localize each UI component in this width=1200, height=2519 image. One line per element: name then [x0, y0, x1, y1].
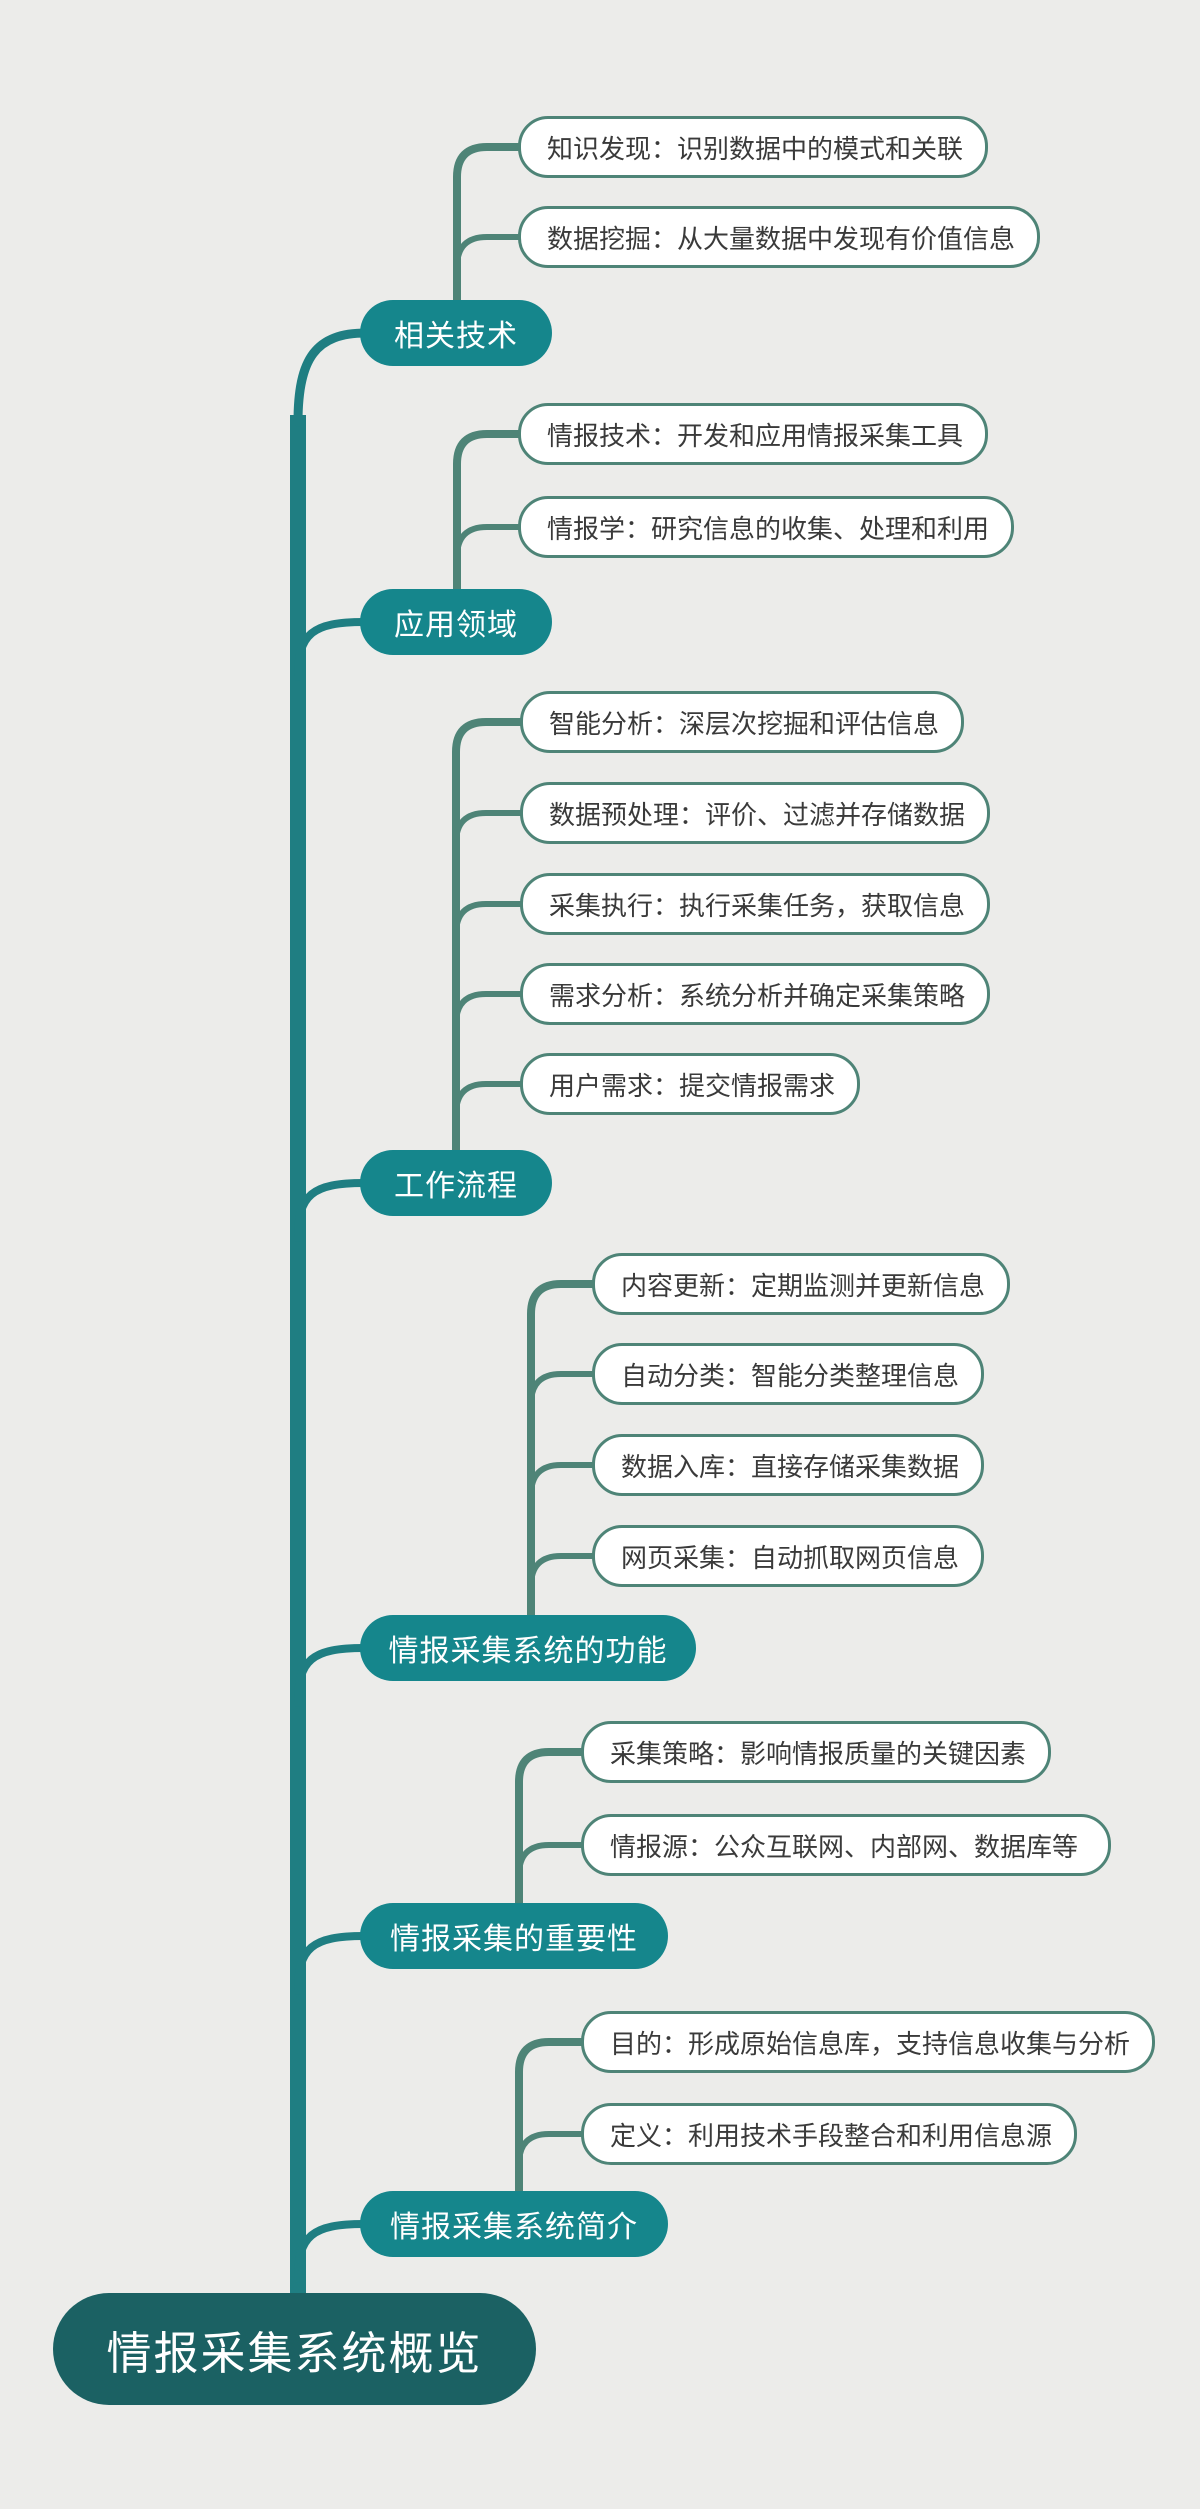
leaf-node[interactable]: 自动分类：智能分类整理信息 [592, 1343, 984, 1405]
branch-node-system-functions[interactable]: 情报采集系统的功能 [360, 1615, 696, 1681]
child-trunk-system-introduction [515, 2038, 583, 2193]
leaf-node[interactable]: 目的：形成原始信息库，支持信息收集与分析 [581, 2011, 1155, 2073]
leaf-link [453, 901, 525, 937]
leaf-node[interactable]: 情报源：公众互联网、内部网、数据库等 [581, 1814, 1111, 1876]
leaf-node[interactable]: 数据预处理：评价、过滤并存储数据 [520, 782, 990, 844]
branch-node-workflow[interactable]: 工作流程 [360, 1150, 552, 1216]
branch-node-related-technology[interactable]: 相关技术 [360, 300, 552, 366]
leaf-link [454, 234, 523, 270]
leaf-node[interactable]: 数据入库：直接存储采集数据 [592, 1434, 984, 1496]
leaf-node[interactable]: 智能分析：深层次挖掘和评估信息 [520, 691, 964, 753]
leaf-node[interactable]: 定义：利用技术手段整合和利用信息源 [581, 2103, 1077, 2165]
child-trunk-related-technology [453, 143, 520, 304]
leaf-link [453, 1081, 525, 1117]
leaf-node[interactable]: 数据挖掘：从大量数据中发现有价值信息 [518, 206, 1040, 268]
branch-link-workflow [294, 1179, 368, 1242]
leaf-link [454, 524, 523, 560]
branch-link-system-introduction [294, 2220, 368, 2283]
leaf-node[interactable]: 知识发现：识别数据中的模式和关联 [518, 116, 988, 178]
child-trunk-workflow [452, 718, 522, 1152]
child-trunk-system-functions [527, 1280, 594, 1617]
leaf-node[interactable]: 情报学：研究信息的收集、处理和利用 [518, 496, 1014, 558]
leaf-node[interactable]: 内容更新：定期监测并更新信息 [592, 1253, 1010, 1315]
leaf-link [453, 991, 525, 1027]
branch-node-system-introduction[interactable]: 情报采集系统简介 [360, 2191, 668, 2257]
leaf-link [528, 1553, 597, 1589]
canvas-bottom-edge [0, 2509, 1200, 2519]
root-node[interactable]: 情报采集系统概览 [53, 2293, 536, 2405]
child-trunk-importance [515, 1748, 583, 1905]
branch-node-application-areas[interactable]: 应用领域 [360, 589, 552, 655]
leaf-node[interactable]: 采集策略：影响情报质量的关键因素 [581, 1721, 1051, 1783]
branch-link-application-areas [294, 618, 368, 681]
leaf-link [453, 810, 525, 846]
leaf-node[interactable]: 用户需求：提交情报需求 [520, 1053, 860, 1115]
main-trunk-top-curve [293, 328, 371, 427]
leaf-node[interactable]: 采集执行：执行采集任务，获取信息 [520, 873, 990, 935]
leaf-link [516, 1842, 586, 1878]
leaf-link [516, 2131, 586, 2167]
leaf-node[interactable]: 网页采集：自动抓取网页信息 [592, 1525, 984, 1587]
leaf-link [528, 1462, 597, 1498]
leaf-node[interactable]: 情报技术：开发和应用情报采集工具 [518, 403, 988, 465]
child-trunk-application-areas [453, 430, 520, 591]
leaf-node[interactable]: 需求分析：系统分析并确定采集策略 [520, 963, 990, 1025]
branch-link-importance [294, 1932, 368, 1995]
branch-link-system-functions [294, 1644, 368, 1707]
branch-node-importance[interactable]: 情报采集的重要性 [360, 1903, 668, 1969]
leaf-link [528, 1371, 597, 1407]
